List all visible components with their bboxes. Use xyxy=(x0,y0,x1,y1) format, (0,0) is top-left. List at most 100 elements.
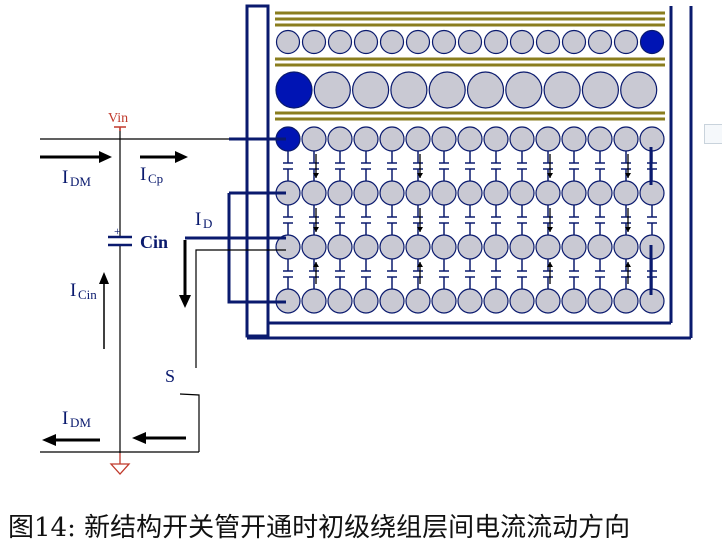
layer-current-arrow xyxy=(547,262,553,284)
conductor xyxy=(353,234,379,260)
capacitor-symbol xyxy=(517,205,527,235)
conductor xyxy=(301,234,327,260)
conductor xyxy=(431,234,457,260)
ground-symbol xyxy=(109,453,131,475)
icp-arrow xyxy=(140,151,188,163)
conductor xyxy=(301,29,327,55)
svg-text:Cin: Cin xyxy=(78,287,97,302)
conductor xyxy=(483,180,509,206)
conductor xyxy=(509,288,535,314)
capacitor-symbol xyxy=(621,259,631,289)
transformer-frame xyxy=(245,4,693,340)
conductor xyxy=(405,288,431,314)
conductor xyxy=(428,71,466,109)
vin-label: Vin xyxy=(108,111,128,126)
conductor xyxy=(301,288,327,314)
layer-leads xyxy=(185,191,286,304)
conductor xyxy=(353,180,379,206)
conductor xyxy=(405,29,431,55)
conductor xyxy=(327,180,353,206)
conductor xyxy=(613,288,639,314)
loop-return-arrow xyxy=(132,432,186,444)
capacitor-symbol xyxy=(361,259,371,289)
secondary-winding-row xyxy=(275,29,665,55)
capacitor-symbol xyxy=(335,259,345,289)
conductor xyxy=(379,234,405,260)
side-panel-edge xyxy=(704,124,722,144)
capacitor-symbol xyxy=(465,205,475,235)
conductor xyxy=(353,126,379,152)
capacitor-symbol xyxy=(413,205,423,235)
capacitor-symbol xyxy=(387,151,397,181)
idm-top-arrow xyxy=(40,151,112,163)
capacitor-symbol xyxy=(465,151,475,181)
conductor xyxy=(352,71,390,109)
conductor xyxy=(535,126,561,152)
capacitor-symbol xyxy=(361,205,371,235)
conductor xyxy=(275,29,301,55)
conductor xyxy=(561,234,587,260)
id-arrow xyxy=(179,240,191,308)
conductor xyxy=(431,288,457,314)
capacitor-symbol xyxy=(387,205,397,235)
capacitor-symbol xyxy=(595,151,605,181)
conductor xyxy=(275,71,313,109)
capacitor-symbol xyxy=(569,259,579,289)
capacitor-symbol xyxy=(569,151,579,181)
cin-label: Cin xyxy=(140,232,168,252)
interlayer-capacitors xyxy=(283,151,657,289)
layer-current-arrow xyxy=(313,208,319,232)
svg-text:I: I xyxy=(70,280,76,301)
layer-current-arrow xyxy=(417,208,423,232)
conductor xyxy=(379,126,405,152)
layer-current-arrow xyxy=(417,154,423,178)
conductor xyxy=(457,234,483,260)
figure-caption: 图14: 新结构开关管开通时初级绕组层间电流流动方向 xyxy=(8,513,631,543)
conductor xyxy=(353,288,379,314)
conductor xyxy=(466,71,505,109)
conductor xyxy=(587,180,613,206)
capacitor-symbol xyxy=(621,151,631,181)
capacitor-symbol xyxy=(543,259,553,289)
conductor xyxy=(561,180,587,206)
conductor xyxy=(483,234,509,260)
conductor xyxy=(390,71,428,109)
layer-current-arrow xyxy=(313,262,319,284)
conductor xyxy=(620,71,658,109)
capacitor-symbol xyxy=(413,259,423,289)
vin-terminal xyxy=(114,126,126,131)
capacitor-symbol xyxy=(517,259,527,289)
capacitor-symbol xyxy=(491,259,501,289)
capacitor-symbol xyxy=(647,205,657,235)
conductor xyxy=(543,71,581,109)
conductor xyxy=(535,234,561,260)
capacitor-symbol xyxy=(361,151,371,181)
conductor xyxy=(639,29,665,55)
conductor xyxy=(431,126,457,152)
svg-text:D: D xyxy=(203,216,212,231)
icin-arrow xyxy=(99,272,109,349)
conductor xyxy=(431,29,457,55)
conductor xyxy=(613,234,639,260)
conductor xyxy=(483,29,509,55)
capacitor-symbol xyxy=(621,205,631,235)
capacitor-symbol xyxy=(491,205,501,235)
conductor xyxy=(535,288,561,314)
cin-plus-label: + xyxy=(114,224,121,238)
layer-current-arrow xyxy=(625,262,631,284)
switch-label: S xyxy=(165,366,175,386)
capacitor-symbol xyxy=(335,151,345,181)
conductor xyxy=(509,29,535,55)
capacitor-symbol xyxy=(543,205,553,235)
circuit-wiring xyxy=(40,128,286,453)
conductor xyxy=(327,29,353,55)
conductor xyxy=(561,288,587,314)
interlayer-current-arrows xyxy=(313,154,631,284)
capacitor-symbol xyxy=(283,151,293,181)
